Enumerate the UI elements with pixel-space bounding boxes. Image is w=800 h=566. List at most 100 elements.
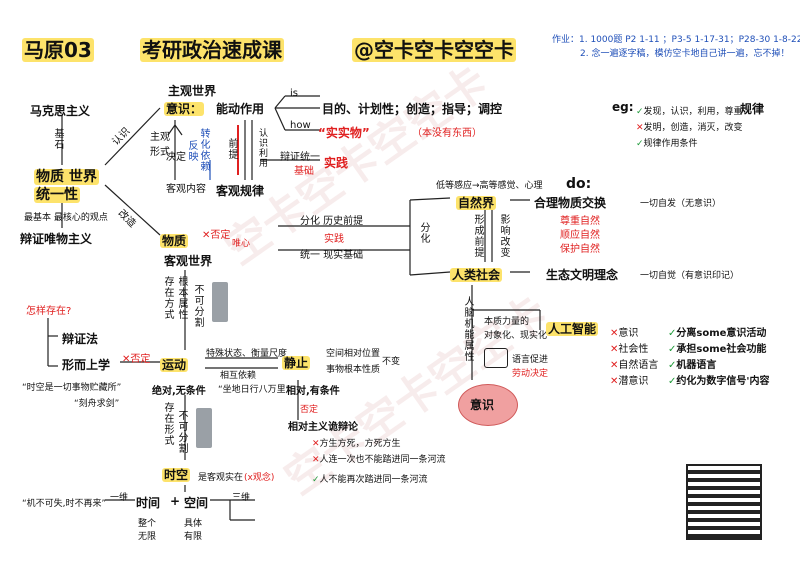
fang-label: ✕方生方死，方死方生	[312, 439, 401, 449]
ai-left-item: ✕社会性	[610, 344, 649, 355]
reflect-label: 反映	[186, 140, 197, 162]
purposes-text: 目的、计划性；创造；指导；调控	[322, 102, 503, 116]
mutual-depend: 相互依赖	[220, 371, 257, 381]
absolute-label: 绝对,无条件	[152, 386, 206, 397]
subjective-world: 主观世界	[168, 84, 217, 98]
differentiation-label: 分化 历史前提	[300, 216, 364, 227]
eg-label: eg:	[612, 100, 634, 114]
cannot-twice: ✓人不能再次踏进同一条河流	[312, 475, 428, 485]
subject-title: 马原03	[22, 38, 94, 62]
time-label: 时间	[136, 496, 161, 510]
relative-label: 相对,有条件	[286, 386, 340, 397]
labor-label: 劳动决定	[512, 369, 549, 379]
eg-line3: ✓规律作用条件	[636, 139, 698, 149]
society-label: 人类社会	[450, 268, 503, 282]
ai-left-item: ✕潜意识	[610, 376, 649, 387]
deny2-label: 否定	[300, 405, 319, 415]
deny-label: ✕否定	[202, 230, 231, 241]
metaphysics-label: 形而上学	[62, 358, 111, 372]
nature-prop: 事物根本性质	[326, 365, 381, 375]
motion-label: 运动	[160, 358, 189, 372]
real-things: “实实物”	[318, 126, 370, 140]
homework-note: 作业：1. 1000题 P2 1-11 ；P3-5 1-17-31；P28-30…	[552, 35, 800, 45]
space-attr: 具体有限	[184, 519, 203, 542]
ai-right-item: ✓分离some意识活动	[668, 328, 767, 339]
material-unity: 物质 世界	[34, 169, 99, 185]
author-handle: @空卡空卡空空卡	[352, 38, 516, 62]
stillness-label: 静止	[282, 356, 311, 370]
is-label: is	[290, 88, 298, 99]
essence2: 对象化、现实化	[484, 331, 548, 341]
homework-note2: 2. 念一遍逐字稿，模仿空卡地自己讲一遍，忘不掉！	[580, 49, 790, 59]
consciousness-label: 意识：	[164, 102, 205, 116]
ai-right-item: ✓约化为数字信号'内容	[668, 376, 770, 387]
inseparable-label: 不可分割	[192, 284, 203, 328]
practice-label: 实践	[324, 156, 349, 170]
nature-label: 自然界	[456, 196, 497, 210]
exist-mode: 存在方式	[162, 276, 173, 320]
basis-label: 基础	[294, 166, 314, 177]
differentiate-label: 分化	[418, 222, 429, 244]
sophistry-label: 相对主义诡辩论	[288, 422, 358, 433]
ai-left-item: ✕自然语言	[610, 360, 659, 371]
respect-label: 尊重自然	[560, 216, 600, 227]
transform-depend: 转化依赖	[198, 128, 209, 172]
spacetime-label: 时空	[162, 468, 191, 482]
chart-board-icon	[484, 348, 508, 368]
ai-right-item: ✓机器语言	[668, 360, 717, 371]
how-label: how	[290, 120, 311, 131]
time-attr: 整个无限	[138, 519, 157, 542]
essence1: 本质力量的	[484, 317, 530, 327]
real-note: （本没有东西）	[412, 128, 482, 139]
consciousness-brain-label: 意识	[470, 398, 495, 412]
material-unity2: 统一性	[34, 187, 80, 203]
inseparable2: 不可分割	[176, 410, 187, 454]
quote2: “刻舟求剑”	[74, 399, 120, 409]
ai-label: 人工智能	[546, 322, 599, 336]
do-label: do:	[566, 176, 592, 192]
ai-left-item: ✕意识	[610, 328, 639, 339]
space-pos: 空间相对位置	[326, 349, 381, 359]
marxism-label: 马克思主义	[30, 104, 91, 118]
objective-content: 客观内容	[166, 184, 206, 195]
course-title: 考研政治速成课	[140, 38, 284, 62]
three-dim: 三维	[232, 493, 251, 503]
brain-icon	[458, 384, 518, 426]
low-reaction: 低等感应→高等感觉、心理	[436, 181, 543, 191]
spontaneous-label: 一切自发（无意识）	[640, 199, 722, 209]
dialectical-materialism: 辩证唯物主义	[20, 232, 93, 246]
influence-change: 影响改变	[498, 214, 509, 258]
dialectical-unity: 辩证统一	[280, 152, 320, 163]
knife-icon	[212, 282, 228, 322]
premise-label: 前提	[226, 138, 237, 160]
form-premise: 形成前提	[472, 214, 483, 258]
space-label: 空间	[184, 496, 209, 510]
how-exist: 怎样存在?	[26, 306, 72, 317]
brain-attr: 人脑机能属性	[462, 296, 473, 362]
exist-form: 存在形式	[162, 402, 173, 446]
unification-label: 统一 现实基础	[300, 250, 364, 261]
ai-right-item: ✓承担some社会功能	[668, 344, 767, 355]
eg-line1: ✓发现，认识，利用，尊重	[636, 107, 743, 117]
qr-code	[686, 464, 762, 540]
foundation-label: 基石	[52, 128, 63, 150]
most-basic-label: 最基本 最核心的观点	[24, 213, 108, 223]
objective-world: 客观世界	[164, 254, 213, 268]
active-role: 能动作用	[216, 102, 265, 116]
spacetime-quote: “机不可失,时不再来”	[22, 499, 107, 509]
earth-quote: “坐地日行八万里”	[218, 385, 291, 395]
cannot-once: ✕人连一次也不能踏进同一条河流	[312, 455, 446, 465]
objective-real: 是客观实在	[198, 473, 244, 483]
exchange-label: 合理物质交换	[534, 196, 607, 210]
root-attr: 根本属性	[176, 276, 187, 320]
idealism-label: 唯心	[232, 239, 251, 249]
decide-label: 决定	[166, 152, 186, 163]
conscious-label: 一切自觉（有意识印记）	[640, 271, 740, 281]
one-dim: 一维	[110, 493, 129, 503]
plus-label: +	[170, 494, 181, 508]
unchanged-label: 不变	[382, 357, 401, 367]
objective-law: 客观规律	[216, 184, 265, 198]
protect-label: 保护自然	[560, 244, 600, 255]
eg-law: 规律	[740, 102, 765, 116]
